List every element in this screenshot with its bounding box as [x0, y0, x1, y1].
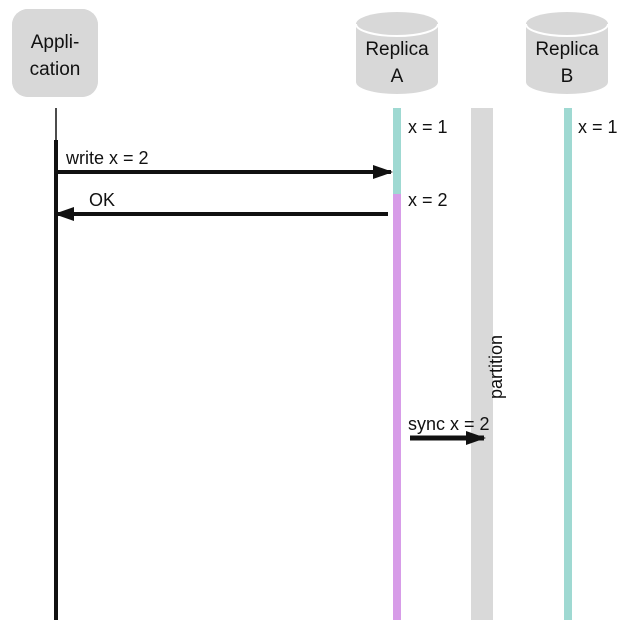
replica-a-updated-value: x = 2 — [408, 190, 448, 210]
replica-a-lifeline-updated — [393, 194, 401, 620]
replica-a-cylinder — [355, 12, 439, 94]
ok-message-label: OK — [89, 190, 116, 210]
replica-b-lifeline — [564, 108, 572, 620]
replica-a-label: Replica A — [365, 39, 429, 87]
replica-b-initial-value: x = 1 — [578, 117, 618, 137]
application-label: Appli- cation — [29, 32, 81, 80]
partition-bar — [471, 108, 493, 620]
replica-a-initial-value: x = 1 — [408, 117, 448, 137]
sync-message-label: sync x = 2 — [408, 414, 490, 434]
replica-b-label: Replica B — [535, 39, 599, 87]
replica-a-lifeline-initial — [393, 108, 401, 194]
partition-label: partition — [486, 334, 506, 400]
write-message-label: write x = 2 — [66, 148, 149, 168]
application-participant: Appli- cation — [12, 9, 98, 97]
replica-b-cylinder — [525, 12, 609, 94]
